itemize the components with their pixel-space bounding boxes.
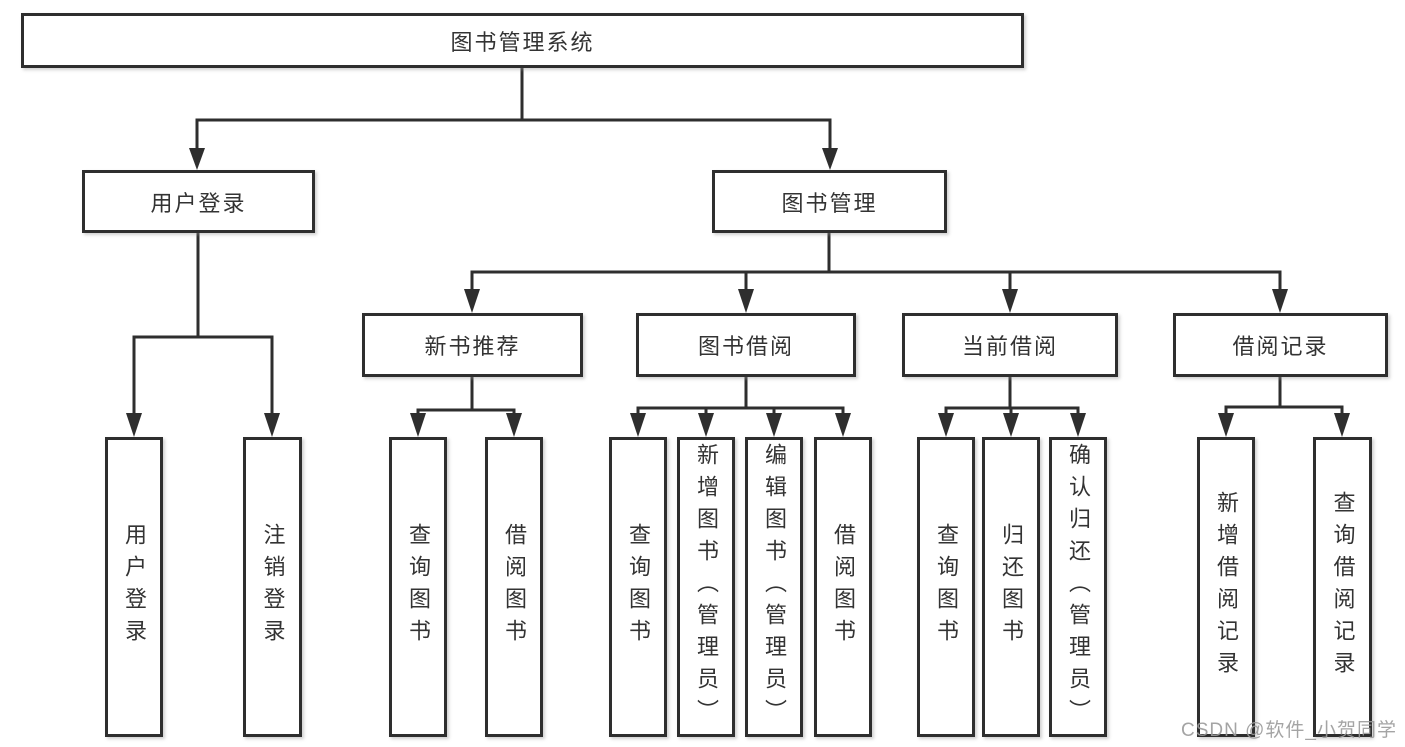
leaf-logout: 注销登录 — [243, 437, 302, 737]
node-new-book-recommend: 新书推荐 — [362, 313, 583, 377]
node-root-label: 图书管理系统 — [450, 29, 595, 55]
leaf-add-borrow-record: 新增借阅记录 — [1197, 437, 1255, 737]
leaf-user-login: 用户登录 — [105, 437, 163, 737]
leaf-return-book-label: 归还图书 — [999, 523, 1024, 651]
node-borrow-records-label: 借阅记录 — [1232, 334, 1329, 359]
node-book-borrow-label: 图书借阅 — [697, 334, 794, 359]
leaf-edit-book-admin-label: 编辑图书（管理员） — [762, 443, 787, 731]
leaf-borrow-book: 借阅图书 — [814, 437, 872, 737]
leaf-borrow-book-recommend-label: 借阅图书 — [502, 523, 527, 651]
node-book-borrow: 图书借阅 — [636, 313, 856, 377]
leaf-query-book-current-label: 查询图书 — [934, 523, 959, 651]
leaf-query-borrow-record: 查询借阅记录 — [1313, 437, 1372, 737]
leaf-add-book-admin: 新增图书（管理员） — [677, 437, 735, 737]
leaf-borrow-book-label: 借阅图书 — [831, 523, 856, 651]
leaf-query-book-recommend-label: 查询图书 — [406, 523, 431, 651]
leaf-query-book-current: 查询图书 — [917, 437, 975, 737]
node-user-login-label: 用户登录 — [150, 190, 247, 216]
leaf-add-book-admin-label: 新增图书（管理员） — [694, 443, 719, 731]
node-current-borrow: 当前借阅 — [902, 313, 1118, 377]
leaf-logout-label: 注销登录 — [260, 523, 286, 651]
leaf-confirm-return-admin: 确认归还（管理员） — [1049, 437, 1107, 737]
node-book-management-label: 图书管理 — [781, 190, 878, 216]
leaf-add-borrow-record-label: 新增借阅记录 — [1214, 491, 1239, 683]
watermark: CSDN @软件_小贺同学 — [1181, 720, 1397, 741]
leaf-return-book: 归还图书 — [982, 437, 1040, 737]
leaf-edit-book-admin: 编辑图书（管理员） — [745, 437, 803, 737]
leaf-borrow-book-recommend: 借阅图书 — [485, 437, 543, 737]
leaf-query-book-borrow: 查询图书 — [609, 437, 667, 737]
node-root: 图书管理系统 — [21, 13, 1024, 68]
node-new-book-recommend-label: 新书推荐 — [424, 334, 521, 359]
node-current-borrow-label: 当前借阅 — [961, 334, 1058, 359]
leaf-query-book-recommend: 查询图书 — [389, 437, 447, 737]
leaf-query-borrow-record-label: 查询借阅记录 — [1330, 491, 1356, 683]
leaf-query-book-borrow-label: 查询图书 — [626, 523, 651, 651]
node-user-login: 用户登录 — [82, 170, 315, 233]
node-borrow-records: 借阅记录 — [1173, 313, 1388, 377]
leaf-confirm-return-admin-label: 确认归还（管理员） — [1066, 443, 1091, 731]
leaf-user-login-label: 用户登录 — [122, 523, 147, 651]
node-book-management: 图书管理 — [712, 170, 947, 233]
